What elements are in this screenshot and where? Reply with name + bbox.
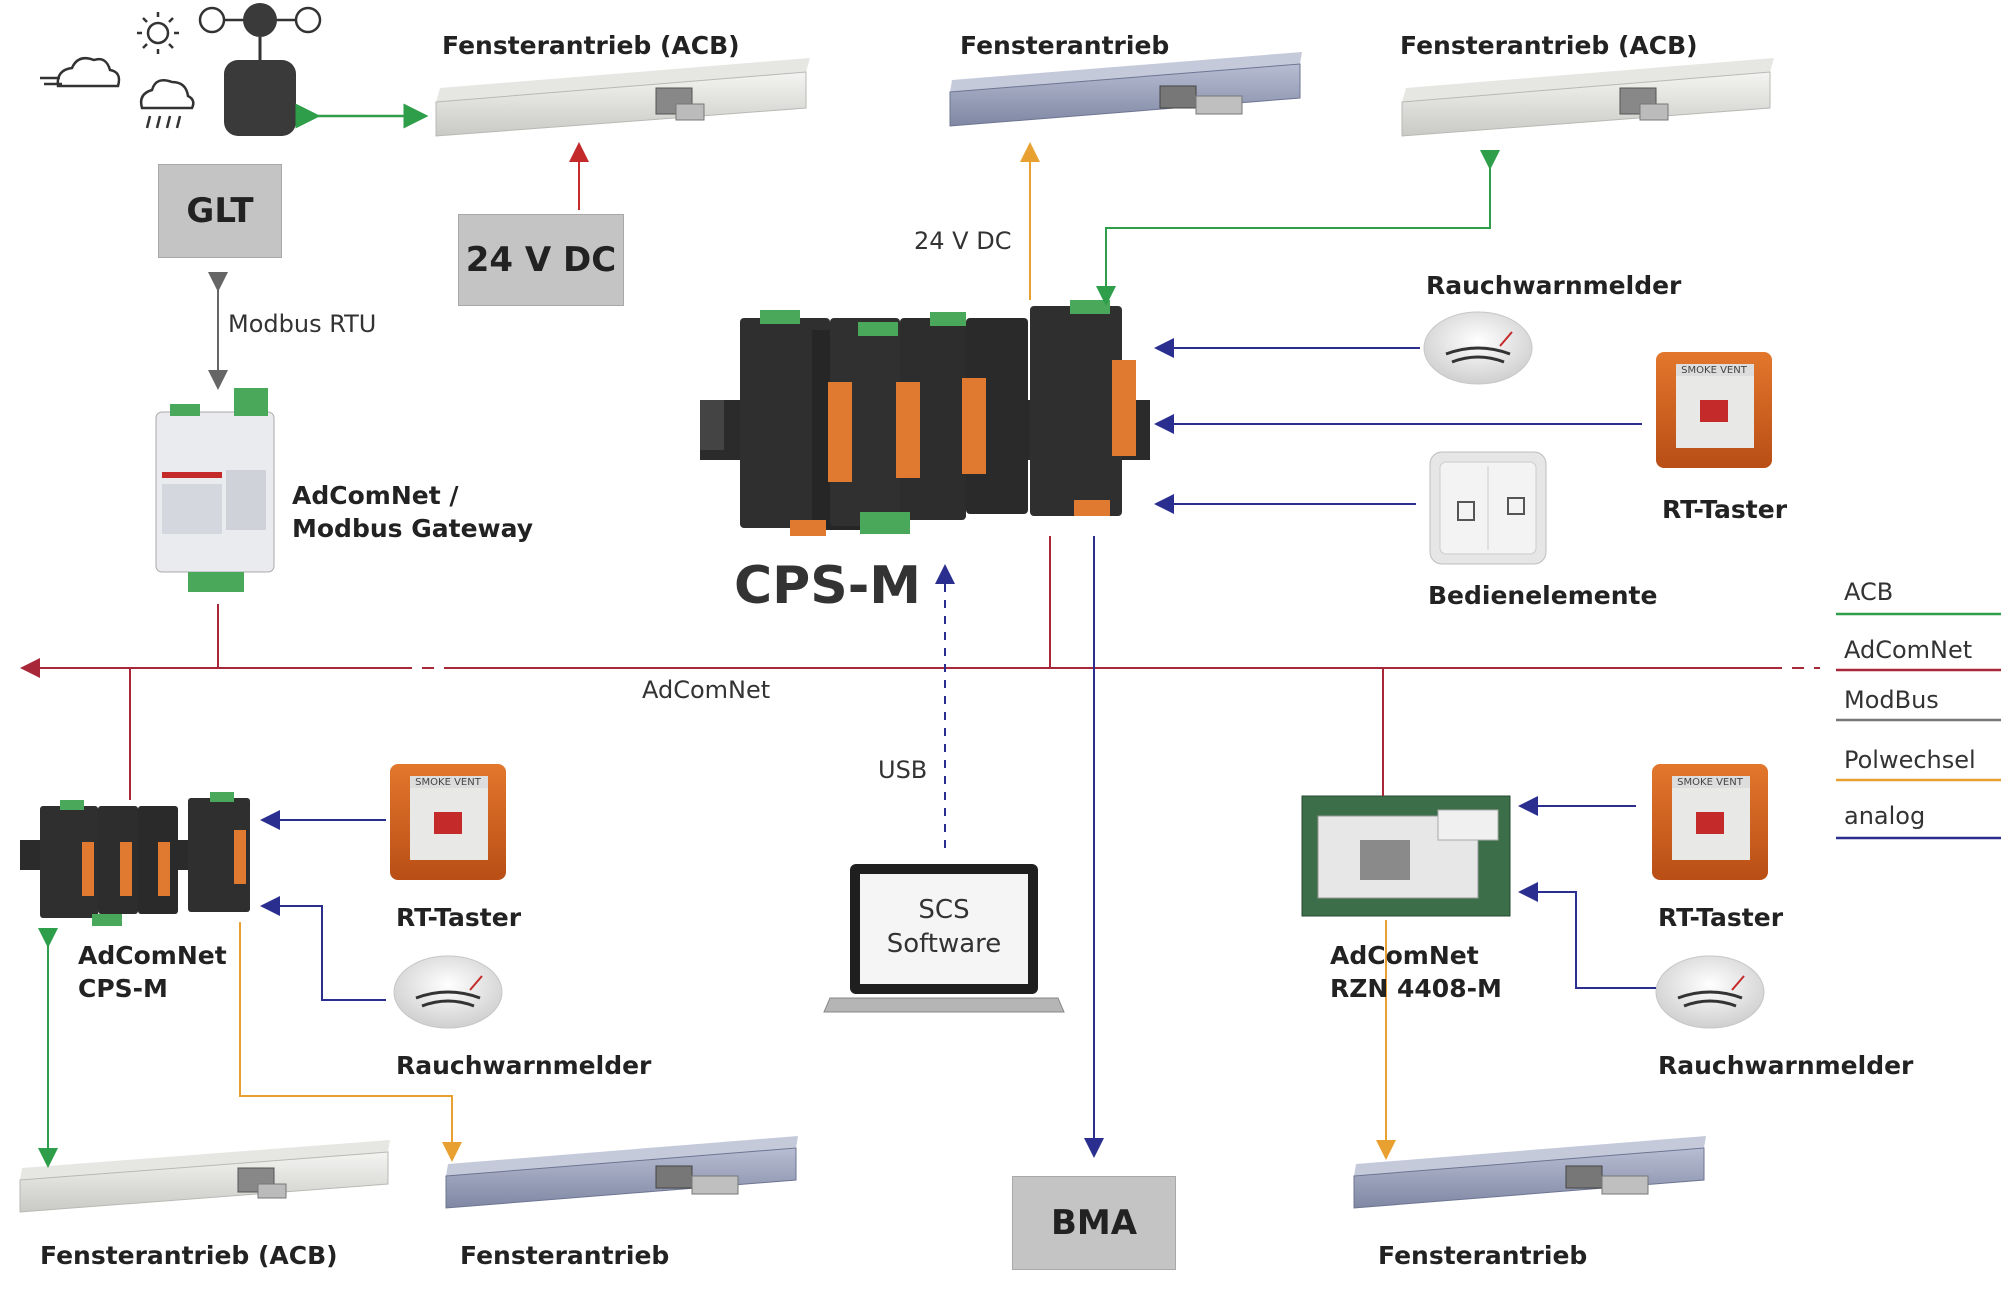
dc24-box: 24 V DC bbox=[458, 214, 624, 306]
cloud-wind-icon bbox=[40, 57, 121, 88]
rzn-label: AdComNet RZN 4408-M bbox=[1330, 941, 1502, 1003]
legend-analog: analog bbox=[1844, 802, 1926, 830]
adcomnet-bus-lines bbox=[20, 536, 1820, 800]
fa-bottom-right-label: Fensterantrieb bbox=[1378, 1241, 1588, 1270]
fa-acb-bottom-label: Fensterantrieb (ACB) bbox=[40, 1241, 338, 1270]
dc24-line-label: 24 V DC bbox=[914, 227, 1012, 255]
cps-m-title: CPS-M bbox=[734, 556, 922, 616]
bedienelemente-switch bbox=[1429, 451, 1547, 565]
rt-taster-right-label: RT-Taster bbox=[1658, 903, 1784, 932]
gateway-label: AdComNet / Modbus Gateway bbox=[292, 481, 534, 543]
smoke-vent-top-text: SMOKE VENT bbox=[1681, 365, 1748, 376]
fensterantrieb-bottom-right bbox=[1353, 1136, 1706, 1209]
legend-modbus: ModBus bbox=[1844, 686, 1939, 714]
modbus-gateway bbox=[155, 388, 275, 592]
fensterantrieb-bottom-left bbox=[445, 1136, 798, 1209]
rt-taster-left bbox=[390, 764, 506, 880]
adcomnet-cps-m-left bbox=[20, 792, 250, 926]
rauchwarnmelder-top-label: Rauchwarnmelder bbox=[1426, 271, 1682, 300]
polwechsel-left-link bbox=[239, 922, 462, 1162]
fa-top-mid-label: Fensterantrieb bbox=[960, 31, 1170, 60]
rt-taster-top bbox=[1656, 352, 1772, 468]
laptop-screen-text: SCS Software bbox=[860, 894, 1028, 962]
cps-m-controller bbox=[700, 300, 1150, 536]
laptop bbox=[823, 864, 1065, 1013]
fensterantrieb-acb-bottom bbox=[19, 1140, 390, 1213]
legend-polwechsel: Polwechsel bbox=[1844, 746, 1976, 774]
laptop-line1: SCS bbox=[918, 895, 970, 925]
adcomnet-rzn-4408-m bbox=[1301, 795, 1511, 917]
bedienelemente-label: Bedienelemente bbox=[1428, 581, 1658, 610]
usb-label: USB bbox=[878, 756, 928, 784]
analog-links bbox=[260, 338, 1656, 1158]
adcomnet-bus-label: AdComNet bbox=[642, 676, 771, 704]
rt-taster-right bbox=[1652, 764, 1768, 880]
fensterantrieb-top-mid bbox=[949, 52, 1302, 127]
fa-acb-top-left-label: Fensterantrieb (ACB) bbox=[442, 31, 740, 60]
legend-lines bbox=[1836, 612, 2001, 840]
acb-cps-top-link bbox=[1096, 150, 1500, 306]
cps-m-left-label: AdComNet CPS-M bbox=[78, 941, 227, 1003]
rauchwarnmelder-right bbox=[1655, 955, 1765, 1029]
fensterantrieb-acb-top-left bbox=[435, 58, 810, 137]
smoke-vent-right-text: SMOKE VENT bbox=[1677, 777, 1744, 788]
rain-cloud-icon bbox=[139, 79, 195, 129]
rauchwarnmelder-left-label: Rauchwarnmelder bbox=[396, 1051, 652, 1080]
rauchwarnmelder-top bbox=[1423, 311, 1533, 385]
rauchwarnmelder-left bbox=[393, 955, 503, 1029]
laptop-line2: Software bbox=[886, 928, 1002, 959]
smoke-vent-left-text: SMOKE VENT bbox=[415, 777, 482, 788]
sun-icon bbox=[137, 12, 179, 54]
glt-box: GLT bbox=[158, 164, 282, 258]
rauchwarnmelder-right-label: Rauchwarnmelder bbox=[1658, 1051, 1914, 1080]
rt-taster-left-label: RT-Taster bbox=[396, 903, 522, 932]
weather-station-icon bbox=[198, 3, 322, 136]
legend-acb: ACB bbox=[1844, 578, 1894, 606]
fa-bottom-left-label: Fensterantrieb bbox=[460, 1241, 670, 1270]
fa-acb-top-right-label: Fensterantrieb (ACB) bbox=[1400, 31, 1698, 60]
legend-adcomnet: AdComNet bbox=[1844, 636, 1973, 664]
rt-taster-top-label: RT-Taster bbox=[1662, 495, 1788, 524]
fensterantrieb-acb-top-right bbox=[1401, 58, 1774, 137]
bma-box: BMA bbox=[1012, 1176, 1176, 1270]
modbus-rtu-label: Modbus RTU bbox=[228, 310, 377, 338]
